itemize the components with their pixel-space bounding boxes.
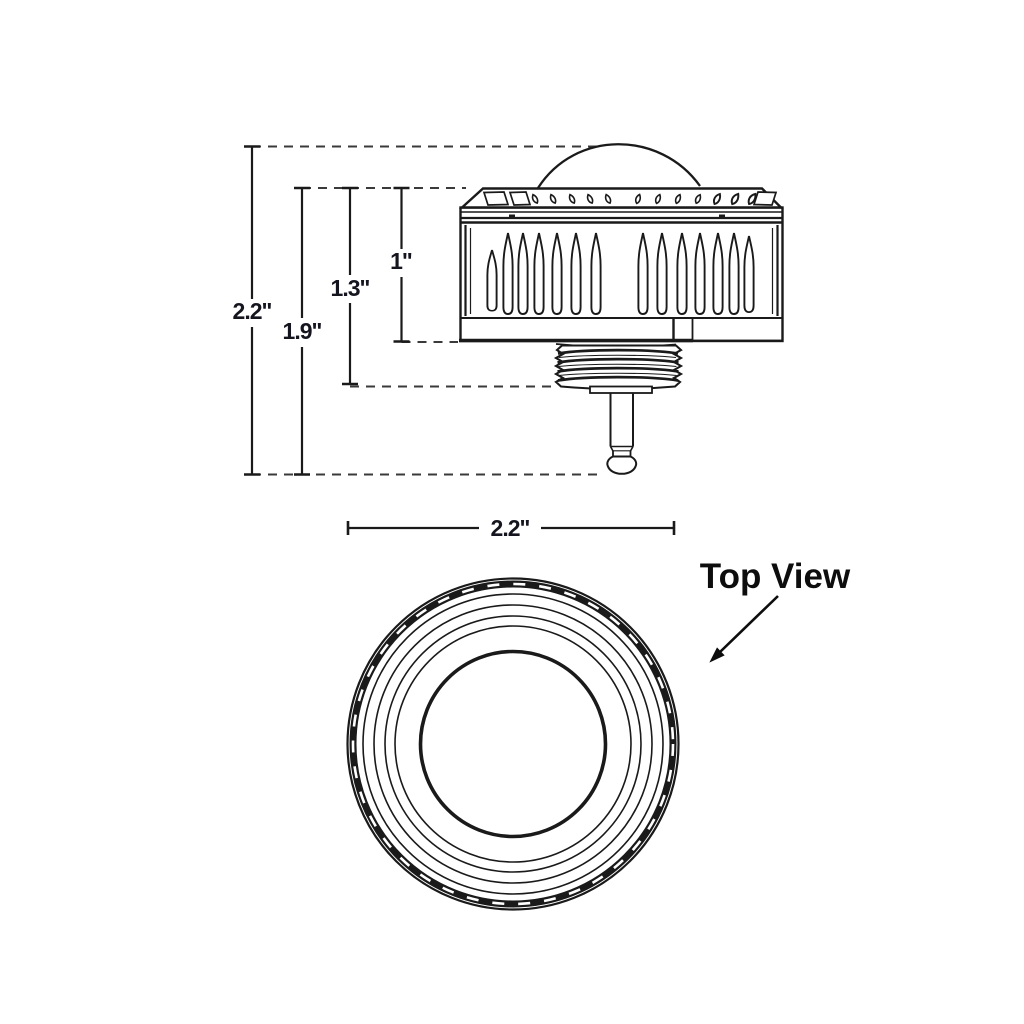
rim-notch-right xyxy=(719,214,725,218)
dim-diameter-label: 2.2" xyxy=(491,515,530,541)
rim-notch-left xyxy=(509,214,515,218)
annotation-arrow-line xyxy=(719,595,779,653)
fin-slot xyxy=(570,232,582,315)
dim-diameter xyxy=(346,521,676,535)
fin-slot xyxy=(533,232,545,315)
dim-height-to-pin-tip xyxy=(294,186,310,476)
fin-slot xyxy=(590,232,602,315)
annotation-arrowhead xyxy=(709,647,725,663)
fin-slot xyxy=(637,232,649,315)
dim-height-to-pin-tip-label: 1.9" xyxy=(283,318,322,344)
cap-slot-quad xyxy=(482,191,510,206)
fin-slot xyxy=(502,232,514,315)
thread-ridges xyxy=(557,348,679,382)
dim-overall-height-label: 2.2" xyxy=(233,298,272,324)
lens-step-circle xyxy=(373,604,653,884)
fin-slot xyxy=(656,232,668,315)
dim-height-to-thread-bottom-label: 1.3" xyxy=(331,275,370,301)
fin-slot xyxy=(743,235,755,314)
fin-slot xyxy=(676,232,688,315)
lens-step-circle xyxy=(394,625,632,863)
side-view xyxy=(458,143,784,475)
top-view-caption: Top View xyxy=(700,557,851,596)
top-view-annotation: Top View xyxy=(700,557,851,663)
fin-slot xyxy=(517,232,529,315)
top-view xyxy=(346,577,680,911)
lens-step-circle xyxy=(362,593,664,895)
dome-lens xyxy=(537,143,701,189)
dim-housing-height xyxy=(393,186,410,343)
fin-slot xyxy=(551,232,563,315)
top-cap-vent-slots xyxy=(482,191,778,207)
top-cap-face xyxy=(458,187,784,209)
reference-lines xyxy=(252,145,612,476)
contact-pin xyxy=(606,393,638,475)
cap-slot-quad xyxy=(752,191,778,206)
dim-overall-height xyxy=(244,145,260,476)
dimension-lines xyxy=(244,145,676,535)
lens-step-circle xyxy=(384,615,642,873)
fin-slot xyxy=(712,232,724,315)
dim-housing-height-label: 1" xyxy=(390,248,412,274)
fin-slot xyxy=(486,249,498,312)
knurled-ring-ticks xyxy=(351,582,675,906)
body-edge-shading xyxy=(464,225,779,316)
threaded-base xyxy=(553,344,684,394)
inner-lens-circle xyxy=(418,649,608,839)
base-collar xyxy=(589,385,653,394)
fin-slot xyxy=(694,232,706,315)
cap-slot-quad xyxy=(508,191,532,206)
fin-slot xyxy=(728,232,740,315)
dim-height-to-thread-bottom xyxy=(342,186,358,386)
pin-tip xyxy=(606,455,638,475)
